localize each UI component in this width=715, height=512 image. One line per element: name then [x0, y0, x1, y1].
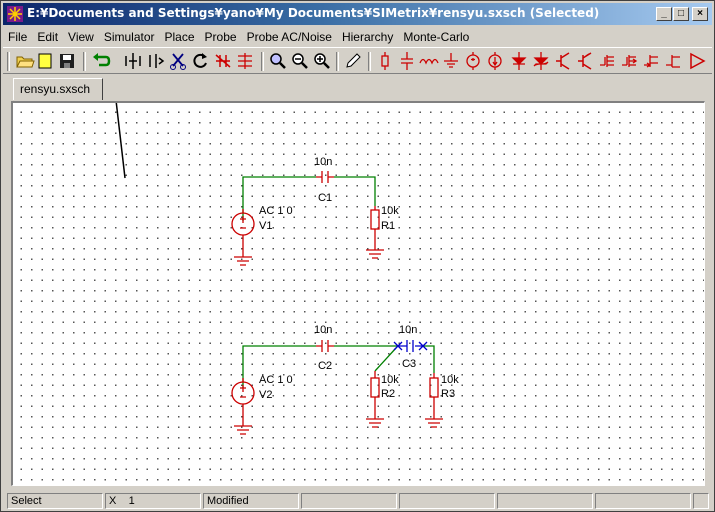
r2-value-label: 10k — [381, 374, 399, 386]
new-file-icon[interactable] — [35, 51, 55, 71]
status-pane-5 — [399, 493, 495, 509]
toolbar-grip[interactable] — [7, 52, 10, 71]
undo-icon[interactable] — [91, 51, 111, 71]
c3-ref-label: C3 — [402, 358, 416, 370]
status-mode: Select — [7, 493, 103, 509]
status-pane-4 — [301, 493, 397, 509]
circuit-2-wires — [242, 345, 435, 388]
open-folder-icon[interactable] — [15, 51, 35, 71]
status-pane-6 — [497, 493, 593, 509]
pencil-edit-icon[interactable] — [343, 51, 363, 71]
maximize-button[interactable]: □ — [673, 7, 689, 21]
capacitor-c3-selected[interactable] — [393, 340, 428, 352]
menu-probe[interactable]: Probe — [204, 29, 237, 44]
jfet-tool-icon[interactable] — [641, 51, 661, 71]
pmos-tool-icon[interactable] — [619, 51, 639, 71]
flip-vertical-icon[interactable] — [146, 51, 166, 71]
menu-bar: File Edit View Simulator Place Probe Pro… — [3, 27, 712, 46]
status-pane-7 — [595, 493, 691, 509]
resistor-r3[interactable] — [425, 373, 443, 428]
v1-ref-label: V1 — [259, 220, 272, 232]
pnp-transistor-tool-icon[interactable] — [575, 51, 595, 71]
nmos-tool-icon[interactable] — [597, 51, 617, 71]
circuit-1-wires — [242, 176, 376, 221]
zoom-fit-icon[interactable] — [268, 51, 288, 71]
save-icon[interactable] — [57, 51, 77, 71]
zoom-out-icon[interactable] — [290, 51, 310, 71]
r3-ref-label: R3 — [441, 388, 455, 400]
npn-transistor-tool-icon[interactable] — [553, 51, 573, 71]
current-source-tool-icon[interactable] — [485, 51, 505, 71]
zoom-in-icon[interactable] — [312, 51, 332, 71]
status-modified: Modified — [203, 493, 299, 509]
cut-scissors-icon[interactable] — [168, 51, 188, 71]
diode-tool-icon[interactable] — [509, 51, 529, 71]
menu-monte-carlo[interactable]: Monte-Carlo — [403, 29, 470, 44]
status-bar: Select X 1 Modified — [3, 491, 712, 510]
r1-ref-label: R1 — [381, 220, 395, 232]
c1-value-label: 10n — [314, 156, 332, 168]
c3-value-label: 10n — [399, 324, 417, 336]
coord-value: 1 — [128, 495, 135, 507]
v2-ref-label: V2 — [259, 389, 272, 401]
title-bar[interactable]: E:¥Documents and Settings¥yano¥My Docume… — [3, 3, 712, 25]
r2-ref-label: R2 — [381, 388, 395, 400]
c2-ref-label: C2 — [318, 360, 332, 372]
menu-place[interactable]: Place — [164, 29, 195, 44]
window-title: E:¥Documents and Settings¥yano¥My Docume… — [27, 6, 600, 20]
capacitor-c2[interactable] — [316, 340, 334, 352]
tab-rensyu-sxsch[interactable]: rensyu.sxsch — [13, 78, 103, 100]
njfet-tool-icon[interactable] — [663, 51, 683, 71]
coord-label: X — [109, 495, 117, 507]
menu-edit[interactable]: Edit — [37, 29, 59, 44]
delete-wire-icon[interactable] — [213, 51, 233, 71]
opamp-tool-icon[interactable] — [687, 51, 707, 71]
resistor-tool-icon[interactable] — [375, 51, 395, 71]
ground-tool-icon[interactable] — [441, 51, 461, 71]
r1-value-label: 10k — [381, 205, 399, 217]
r3-value-label: 10k — [441, 374, 459, 386]
capacitor-c1[interactable] — [316, 171, 334, 183]
toolbar — [3, 47, 712, 74]
menu-view[interactable]: View — [68, 29, 94, 44]
menu-simulator[interactable]: Simulator — [103, 29, 155, 44]
wire-mode-icon[interactable] — [235, 51, 255, 71]
c2-value-label: 10n — [314, 324, 332, 336]
document-tab-bar: rensyu.sxsch — [3, 75, 712, 101]
schematic-drawing: 10n C1 10k R1 AC 1 0 V1 — [115, 103, 459, 435]
status-coordinate: X 1 — [105, 493, 201, 509]
v2-value-label: AC 1 0 — [259, 374, 293, 386]
menu-probe-ac-noise[interactable]: Probe AC/Noise — [246, 29, 332, 44]
inductor-tool-icon[interactable] — [419, 51, 439, 71]
minimize-button[interactable]: _ — [656, 7, 672, 21]
rotate-icon[interactable] — [190, 51, 210, 71]
c1-ref-label: C1 — [318, 192, 332, 204]
v1-value-label: AC 1 0 — [259, 205, 293, 217]
menu-hierarchy[interactable]: Hierarchy — [341, 29, 394, 44]
resize-grip[interactable] — [693, 493, 709, 509]
close-button[interactable]: × — [692, 7, 708, 21]
voltage-source-tool-icon[interactable] — [463, 51, 483, 71]
resistor-r2[interactable] — [366, 371, 384, 428]
annotation-arrow — [115, 103, 126, 179]
zener-diode-tool-icon[interactable] — [531, 51, 551, 71]
resistor-r1[interactable] — [366, 206, 384, 259]
simetrix-app-icon — [7, 6, 23, 22]
menu-file[interactable]: File — [8, 29, 28, 44]
voltage-source-v1[interactable] — [231, 209, 255, 266]
capacitor-tool-icon[interactable] — [397, 51, 417, 71]
schematic-canvas[interactable]: 10n C1 10k R1 AC 1 0 V1 — [11, 101, 705, 486]
flip-horizontal-icon[interactable] — [123, 51, 143, 71]
voltage-source-v2[interactable] — [231, 378, 255, 435]
